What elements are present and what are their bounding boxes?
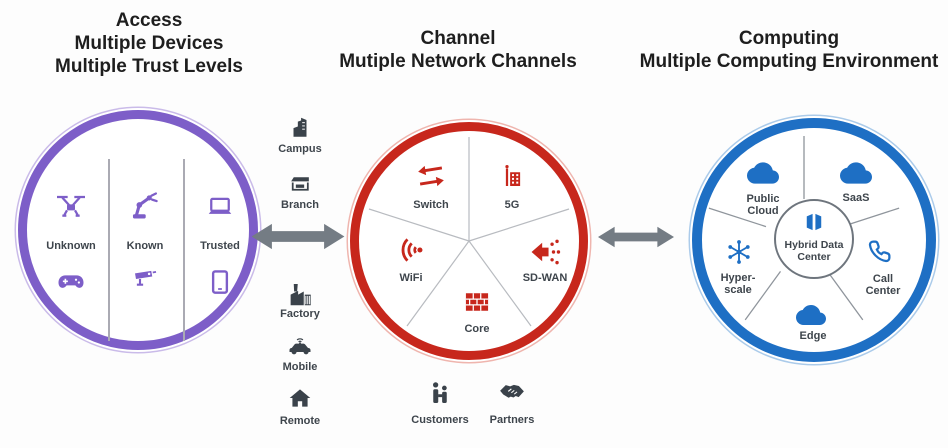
people-icon — [425, 378, 455, 408]
computing-segment-label: SaaS — [842, 192, 870, 204]
5g-site-icon — [497, 160, 527, 192]
access-channel-arrow — [251, 223, 345, 250]
cloud-icon — [742, 157, 784, 189]
edge-location-label: Mobile — [282, 361, 318, 373]
channel-title-line: Channel — [420, 28, 496, 49]
edge-location-label: Remote — [279, 415, 321, 427]
channel-title-line: Mutiple Network Channels — [339, 51, 577, 72]
security-camera-icon — [129, 264, 161, 294]
segment-divider-lines — [368, 137, 570, 327]
data-center-icon — [800, 208, 828, 236]
bottom-location-label: Customers — [411, 414, 469, 426]
switch-arrows-icon — [412, 160, 450, 192]
computing-segment-label: Public Cloud — [746, 193, 780, 217]
trust-level-label: Unknown — [46, 240, 96, 252]
factory-icon — [285, 279, 315, 309]
access-circle: Unknown Known Trusted — [18, 110, 258, 350]
channel-title: Channel Mutiple Network Channels — [318, 27, 598, 73]
computing-segment-label: Hyper-scale — [720, 272, 756, 296]
firewall-bricks-icon — [461, 288, 493, 316]
hyperscale-network-icon — [724, 237, 754, 267]
trust-level-label: Known — [126, 240, 164, 252]
access-title: Access Multiple Devices Multiple Trust L… — [20, 9, 278, 78]
computing-segment-label: Call Center — [865, 273, 901, 297]
segment-divider-lines — [708, 136, 900, 321]
trust-level-label: Trusted — [200, 240, 240, 252]
access-title-line: Multiple Trust Levels — [55, 56, 243, 77]
tablet-icon — [205, 266, 235, 298]
channel-segment-label: Core — [464, 323, 490, 335]
sd-wan-branching-icon — [528, 235, 562, 269]
hybrid-data-center-label: Hybrid Data Center — [784, 239, 844, 263]
channel-circle: Switch 5G WiFi — [350, 122, 588, 360]
wifi-icon — [394, 233, 428, 267]
computing-title-line: Computing — [738, 28, 840, 49]
bottom-location-label: Partners — [489, 414, 535, 426]
branch-storefront-icon — [286, 172, 314, 197]
cloud-icon — [791, 300, 831, 330]
phone-handset-icon — [865, 236, 895, 266]
laptop-icon — [203, 192, 237, 222]
computing-circle: Public Cloud SaaS Hyper-scale — [692, 118, 936, 362]
channel-segment-label: WiFi — [399, 272, 423, 284]
handshake-icon — [495, 377, 529, 407]
edge-location-label: Campus — [278, 143, 322, 155]
home-icon — [286, 385, 314, 411]
channel-segment-label: 5G — [504, 199, 520, 211]
computing-title-line: Multiple Computing Environment — [639, 51, 939, 72]
channel-segment-label: SD-WAN — [522, 272, 568, 284]
channel-segment-label: Switch — [413, 199, 449, 211]
column-divider — [183, 159, 185, 341]
edge-location-label: Branch — [281, 199, 319, 211]
connected-car-icon — [284, 332, 316, 360]
drone-icon — [53, 191, 89, 223]
channel-computing-arrow — [598, 226, 674, 248]
edge-location-label: Factory — [280, 308, 320, 320]
column-divider — [108, 159, 110, 341]
hybrid-data-center-hub — [774, 199, 854, 279]
access-title-line: Access — [115, 10, 183, 31]
computing-segment-label: Edge — [799, 330, 827, 342]
cloud-icon — [835, 157, 877, 189]
campus-building-icon — [287, 114, 313, 140]
robot-arm-icon — [128, 188, 162, 222]
computing-title: Computing Multiple Computing Environment — [630, 27, 948, 73]
gamepad-icon — [53, 266, 89, 296]
access-title-line: Multiple Devices — [74, 33, 224, 54]
